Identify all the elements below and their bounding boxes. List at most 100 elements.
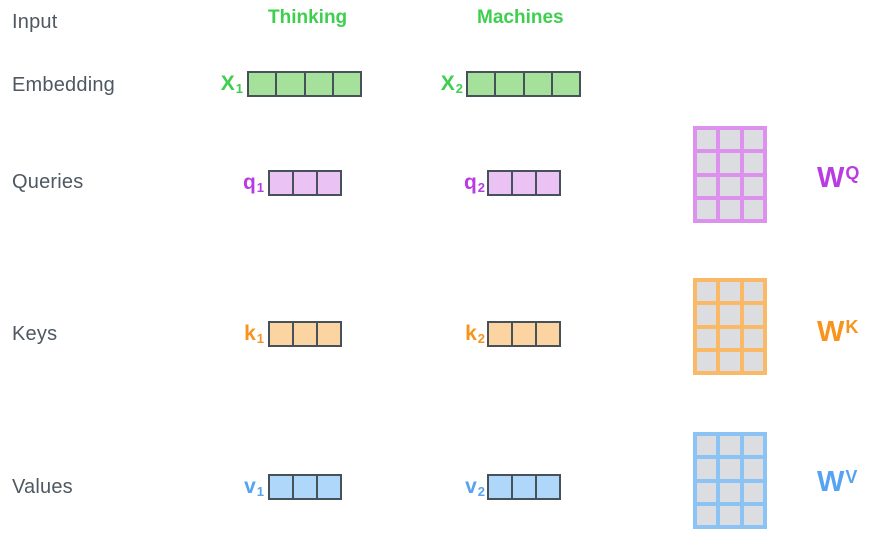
vector-cell	[468, 73, 495, 95]
wk-label: WK	[817, 318, 858, 347]
token-machines: Machines	[477, 7, 564, 28]
row-label-queries: Queries	[12, 171, 84, 193]
value-vector-v1	[268, 474, 342, 500]
vector-cell	[292, 172, 316, 194]
wv-label: WV	[817, 468, 857, 497]
wk-label-base: W	[817, 316, 845, 348]
matrix-cell	[697, 282, 717, 302]
row-label-keys: Keys	[12, 323, 58, 345]
vector-cell	[275, 73, 304, 95]
row-label-embedding: Embedding	[12, 74, 115, 96]
x1-label: X1	[221, 71, 243, 99]
row-label-values: Values	[12, 476, 73, 498]
matrix-cell	[697, 459, 717, 479]
matrix-cell	[697, 328, 717, 348]
key-vector-k2	[487, 321, 561, 347]
vector-cell	[316, 476, 340, 498]
vector-cell	[535, 476, 559, 498]
weight-matrix-wv	[693, 432, 767, 529]
vector-cell	[511, 172, 535, 194]
matrix-cell	[743, 305, 763, 325]
vector-cell	[249, 73, 276, 95]
vector-cell	[270, 476, 292, 498]
matrix-cell	[743, 199, 763, 219]
matrix-cell	[743, 153, 763, 173]
matrix-cell	[697, 436, 717, 456]
weight-matrix-wk	[693, 278, 767, 375]
v2-label-sub: 2	[477, 484, 485, 499]
matrix-cell	[743, 459, 763, 479]
matrix-cell	[743, 282, 763, 302]
q2-label-sub: 2	[477, 180, 485, 195]
matrix-cell	[720, 153, 740, 173]
matrix-cell	[697, 482, 717, 502]
v1-label-sub: 1	[256, 484, 264, 499]
matrix-cell	[720, 199, 740, 219]
q2-label: q2	[464, 170, 485, 198]
wv-label-base: W	[817, 466, 845, 498]
v2-label: v2	[465, 474, 485, 502]
x2-label: X2	[441, 71, 463, 99]
k1-label-sub: 1	[256, 331, 264, 346]
matrix-cell	[743, 176, 763, 196]
vector-cell	[270, 323, 292, 345]
q1-label: q1	[243, 170, 264, 198]
matrix-cell	[697, 351, 717, 371]
v2-label-base: v	[465, 475, 477, 498]
matrix-cell	[720, 305, 740, 325]
key-vector-k1	[268, 321, 342, 347]
matrix-cell	[743, 328, 763, 348]
query-vector-q1	[268, 170, 342, 196]
query-vector-q2	[487, 170, 561, 196]
k2-label-base: k	[465, 322, 477, 345]
x2-label-base: X	[440, 72, 455, 95]
vector-cell	[303, 73, 332, 95]
matrix-cell	[720, 282, 740, 302]
q1-label-sub: 1	[256, 180, 264, 195]
matrix-cell	[743, 482, 763, 502]
wq-label-sup: Q	[845, 163, 860, 183]
vector-cell	[511, 476, 535, 498]
vector-cell	[292, 323, 316, 345]
q2-label-base: q	[463, 171, 477, 194]
k1-label: k1	[244, 321, 264, 349]
vector-cell	[550, 73, 579, 95]
vector-cell	[535, 323, 559, 345]
wq-label: WQ	[817, 164, 859, 193]
matrix-cell	[743, 436, 763, 456]
vector-cell	[292, 476, 316, 498]
vector-cell	[494, 73, 523, 95]
v1-label: v1	[244, 474, 264, 502]
vector-cell	[489, 323, 511, 345]
matrix-cell	[720, 328, 740, 348]
matrix-cell	[720, 459, 740, 479]
x1-label-base: X	[220, 72, 235, 95]
vector-cell	[331, 73, 360, 95]
value-vector-v2	[487, 474, 561, 500]
k2-label-sub: 2	[477, 331, 485, 346]
vector-cell	[522, 73, 551, 95]
vector-cell	[535, 172, 559, 194]
matrix-cell	[743, 130, 763, 150]
vector-cell	[489, 476, 511, 498]
embedding-vector-x2	[466, 71, 581, 97]
wv-label-sup: V	[845, 467, 858, 487]
matrix-cell	[720, 482, 740, 502]
vector-cell	[489, 172, 511, 194]
wq-label-base: W	[817, 162, 845, 194]
q1-label-base: q	[242, 171, 256, 194]
matrix-cell	[720, 351, 740, 371]
matrix-cell	[720, 176, 740, 196]
x1-label-sub: 1	[235, 81, 243, 96]
embedding-vector-x1	[247, 71, 362, 97]
matrix-cell	[697, 153, 717, 173]
matrix-cell	[720, 436, 740, 456]
weight-matrix-wq	[693, 126, 767, 223]
matrix-cell	[697, 199, 717, 219]
vector-cell	[316, 323, 340, 345]
matrix-cell	[720, 505, 740, 525]
matrix-cell	[697, 176, 717, 196]
matrix-cell	[720, 130, 740, 150]
vector-cell	[511, 323, 535, 345]
